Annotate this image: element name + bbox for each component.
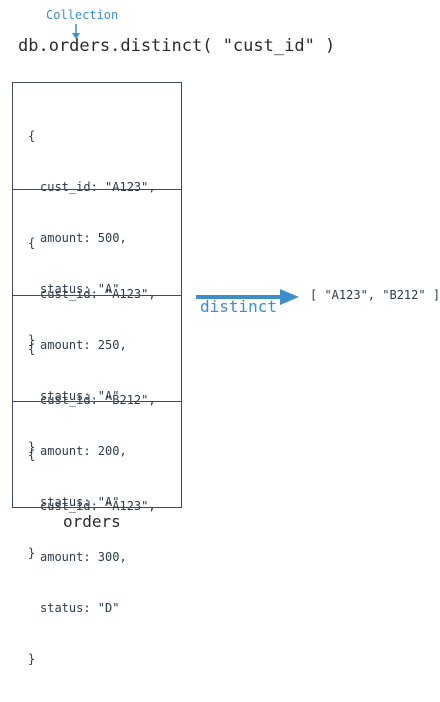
document-close-brace: } (28, 440, 36, 454)
distinct-result: [ "A123", "B212" ] (310, 288, 440, 302)
document-field: status: "D" (40, 601, 120, 615)
document-card: { cust_id: "A123", amount: 250, status: … (13, 189, 181, 454)
document-card: { cust_id: "B212", amount: 200, status: … (13, 295, 181, 560)
document-field: status: "A" (40, 282, 120, 296)
collection-documents: { cust_id: "A123", amount: 500, status: … (12, 82, 182, 666)
document-field: amount: 200, (40, 444, 127, 458)
document-close-brace: } (28, 333, 36, 347)
document-card: { cust_id: "A123", amount: 300, status: … (13, 401, 181, 666)
document-open-brace: { (28, 129, 36, 143)
document-field: cust_id: "B212", (40, 393, 156, 407)
distinct-command: db.orders.distinct( "cust_id" ) (18, 36, 336, 56)
document-field: amount: 300, (40, 550, 127, 564)
document-card: { cust_id: "A123", amount: 500, status: … (13, 83, 181, 347)
document-open-brace: { (28, 448, 36, 462)
down-arrow-icon (72, 24, 80, 39)
document-field: amount: 250, (40, 338, 127, 352)
document-field: cust_id: "A123", (40, 499, 156, 513)
document-open-brace: { (28, 342, 36, 356)
collection-name-label: orders (63, 512, 121, 531)
document-close-brace: } (28, 652, 36, 666)
document-open-brace: { (28, 236, 36, 250)
document-field: status: "A" (40, 495, 120, 509)
document-field: cust_id: "A123", (40, 287, 156, 301)
document-field: status: "A" (40, 389, 120, 403)
document-field: amount: 500, (40, 231, 127, 245)
right-arrow-icon (196, 289, 299, 305)
operation-label: distinct (200, 297, 278, 316)
collection-label: Collection (46, 8, 119, 22)
document-field: cust_id: "A123", (40, 180, 156, 194)
